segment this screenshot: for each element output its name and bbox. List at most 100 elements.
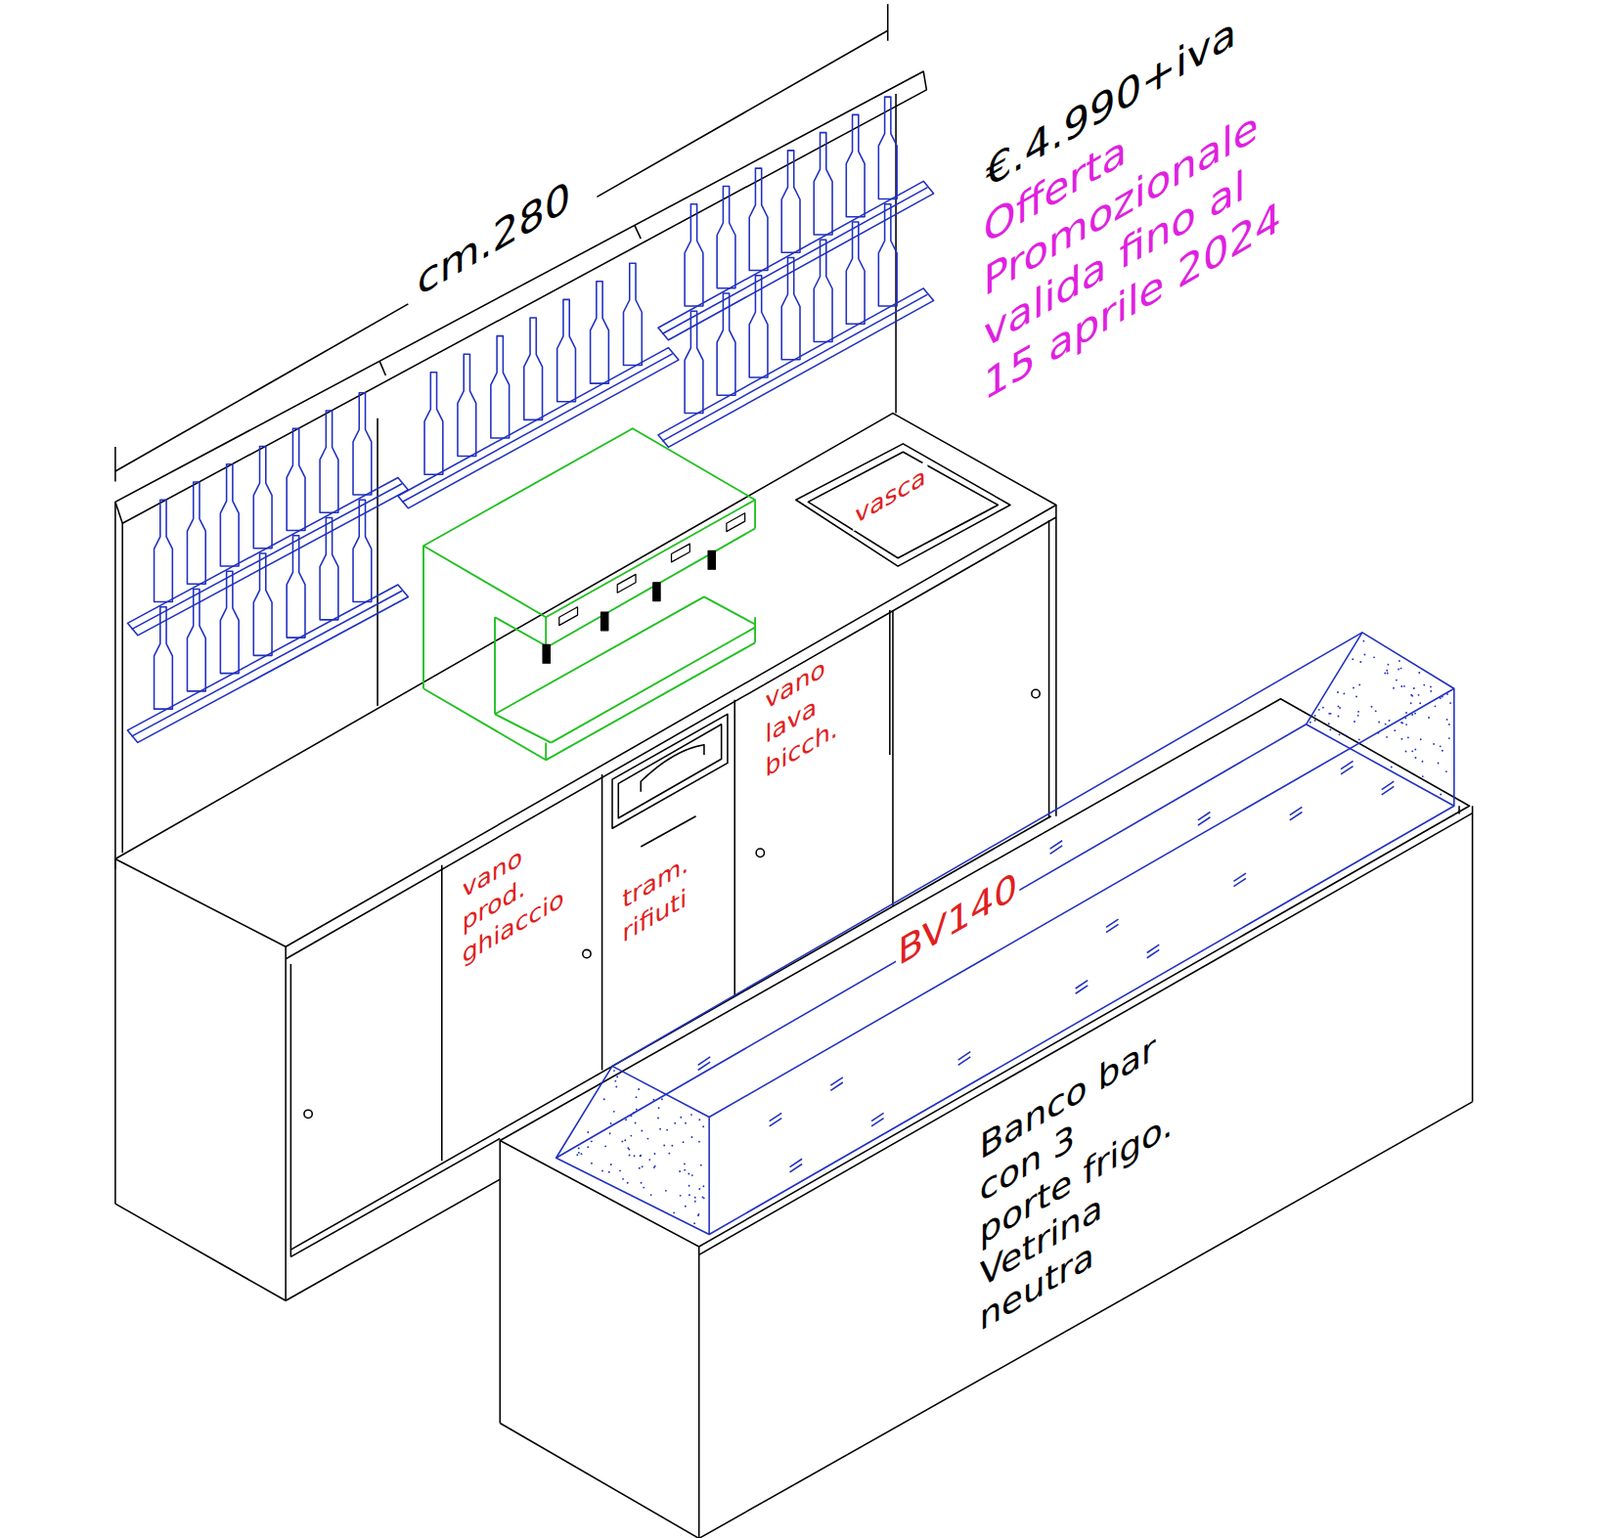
glass-dot: [1411, 695, 1414, 698]
glass-dot: [658, 1107, 661, 1110]
glass-dot: [683, 1162, 686, 1165]
bottle: [781, 150, 800, 253]
glass-dot: [683, 1169, 686, 1172]
back-counter: [115, 3, 1473, 1538]
glass-mark: [830, 1082, 844, 1091]
bottle: [845, 222, 865, 324]
glass-dot: [640, 1182, 643, 1185]
glass-dot: [653, 1153, 656, 1156]
glass-dot: [1411, 713, 1414, 716]
bottle: [253, 445, 272, 548]
glass-dot: [650, 1194, 653, 1197]
glass-dot: [1439, 794, 1442, 797]
glass-dot: [1385, 736, 1388, 739]
glass-dot: [638, 1167, 641, 1170]
glass-dot: [1358, 683, 1361, 686]
bottle: [186, 482, 206, 584]
glass-dot: [619, 1169, 622, 1172]
glass-dot: [1446, 718, 1449, 721]
glass-marks: [698, 760, 1395, 1172]
glass-dot: [608, 1171, 611, 1174]
glass-dot: [698, 1141, 701, 1144]
glass-dot: [604, 1145, 607, 1148]
glass-dot: [1384, 723, 1387, 726]
glass-dot: [615, 1086, 618, 1089]
glass-mark: [1289, 812, 1303, 821]
glass-dot: [1415, 756, 1418, 759]
glass-mark: [1381, 786, 1395, 795]
glass-dot: [684, 1205, 687, 1208]
glass-dot: [610, 1163, 613, 1166]
glass-dot: [648, 1158, 651, 1161]
glass-dot: [679, 1116, 682, 1119]
glass-dot: [1405, 723, 1408, 726]
glass-dot: [698, 1118, 701, 1121]
glass-dot: [1336, 705, 1339, 708]
glass-dot: [1398, 660, 1401, 663]
glass-dot: [1400, 721, 1403, 724]
glass-dot: [1388, 719, 1391, 722]
glass-dot: [1414, 749, 1417, 752]
bottle: [457, 354, 477, 456]
glass-dot: [629, 1135, 632, 1138]
glass-dot: [1362, 640, 1365, 643]
glass-dot: [1309, 721, 1312, 724]
glass-dot: [629, 1114, 632, 1117]
glass-mark: [790, 1163, 803, 1172]
coffee-machine: [423, 428, 756, 760]
glass-dot: [1393, 729, 1396, 732]
glass-dot: [603, 1098, 606, 1101]
glass-dot: [702, 1185, 705, 1188]
glass-dot: [1373, 656, 1376, 659]
glass-dot: [1410, 702, 1413, 705]
glass-dot: [670, 1145, 673, 1148]
glass-dot: [1377, 721, 1380, 724]
glass-dot: [1322, 707, 1325, 710]
glass-dot: [1413, 687, 1416, 690]
glass-dot: [690, 1136, 693, 1139]
glass-dot: [700, 1164, 703, 1167]
glass-mark: [1106, 924, 1119, 933]
glass-dot: [618, 1072, 621, 1075]
glass-dot: [1386, 725, 1389, 728]
bottle: [220, 571, 239, 673]
glass-dot: [661, 1098, 664, 1101]
glass-mark: [1050, 845, 1064, 854]
glass-dot: [1422, 684, 1425, 687]
bottle: [286, 428, 306, 531]
glass-dot: [1401, 721, 1404, 724]
bottle: [813, 133, 833, 235]
glass-dot: [1355, 695, 1358, 698]
shelf-edge: [132, 484, 402, 630]
shelf: [398, 348, 679, 509]
part-label: vasca: [852, 459, 929, 532]
glass-mark: [698, 1062, 712, 1070]
model-code: BV140: [895, 862, 1020, 978]
bottle: [319, 518, 339, 621]
glass-dot: [633, 1155, 636, 1157]
bottle: [622, 263, 642, 365]
glass-dot: [614, 1080, 617, 1083]
display-case: [556, 632, 1455, 1236]
glass-dot: [1351, 658, 1354, 661]
shelf-edge: [132, 590, 402, 737]
bottle: [684, 311, 704, 413]
glass-dot: [1400, 738, 1403, 741]
glass-dot: [623, 1139, 626, 1142]
glass-dot: [635, 1096, 638, 1099]
glass-dot: [626, 1182, 629, 1185]
glass-dots: [576, 640, 1452, 1226]
glass-dot: [672, 1211, 675, 1214]
glass-dot: [1329, 728, 1332, 731]
glass-dot: [652, 1099, 655, 1102]
glass-dot: [1328, 712, 1331, 715]
glass-dot: [1338, 733, 1341, 736]
bottle: [878, 204, 897, 307]
glass-dot: [1386, 664, 1389, 667]
glass-dot: [621, 1140, 623, 1143]
glass-dot: [1448, 723, 1451, 726]
glass-dot: [693, 1222, 696, 1225]
bottle: [353, 393, 372, 495]
